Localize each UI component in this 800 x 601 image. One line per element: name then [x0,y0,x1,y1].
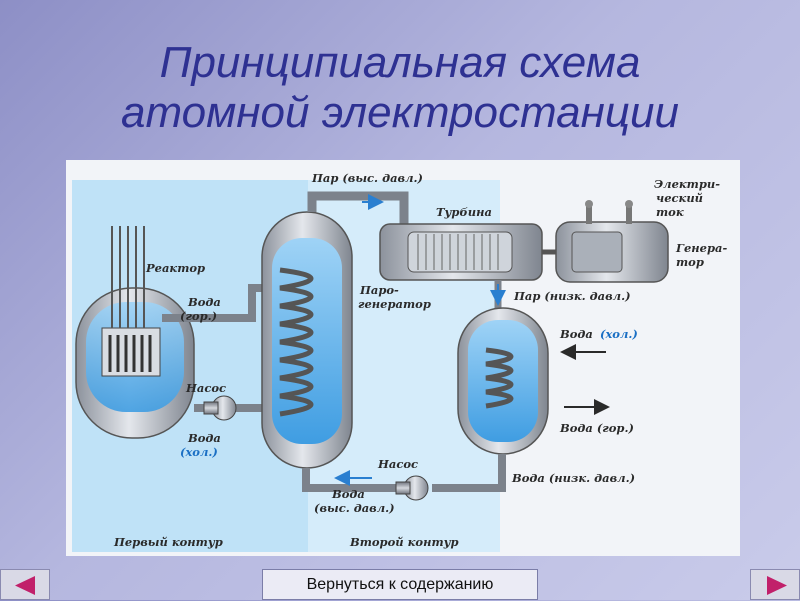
label-water-cold-2: (хол.) [180,445,218,459]
condenser-coil [485,347,514,409]
condenser [457,307,549,455]
prev-slide-button[interactable] [0,569,50,600]
label-water-hot-2: (гор.) [180,309,217,323]
label-steam-gen-2: генератор [358,297,431,311]
label-electric-2: ческий [656,191,703,205]
control-rods [111,226,145,328]
label-pump-1: Насос [185,381,226,395]
label-cond-water-cold-1: Вода [559,327,593,341]
right-arrow-icon [767,576,787,595]
label-cond-water-hot: Вода (гор.) [559,421,634,435]
label-water-lp: Вода (низк. давл.) [511,471,635,485]
label-steam-hp: Пар (выс. давл.) [311,171,423,185]
label-electric-1: Электри- [654,177,720,191]
label-water-hp-2: (выс. давл.) [314,501,395,515]
hot-water-pipe [162,284,262,322]
reactor-vessel [75,226,195,439]
npp-diagram: Реактор Вода (гор.) Насос Вода (хол.) Па… [66,160,740,556]
steam-generator-coil [279,267,314,417]
next-slide-button[interactable] [750,569,800,600]
label-steam-gen-1: Паро- [359,283,399,297]
npp-schematic-svg: Реактор Вода (гор.) Насос Вода (хол.) Па… [72,171,727,552]
label-pump-2: Насос [377,457,418,471]
label-first-circuit: Первый контур [113,535,223,549]
label-turbine: Турбина [436,205,492,219]
title-line-1: Принципиальная схема [159,38,641,87]
slide-title: Принципиальная схема атомной электростан… [0,38,800,138]
label-second-circuit: Второй контур [349,535,459,549]
label-water-hp-1: Вода [331,487,365,501]
label-generator-1: Генера- [675,241,727,255]
feedwater-pipe [302,454,506,492]
back-to-contents-button[interactable]: Вернуться к содержанию [262,569,538,600]
label-generator-2: тор [676,255,704,269]
left-arrow-icon [15,576,35,595]
steam-hp-pipe [307,191,409,226]
title-line-2: атомной электростанции [121,88,679,137]
label-reactor: Реактор [145,261,205,275]
label-electric-3: ток [656,205,684,219]
label-steam-lp: Пар (низк. давл.) [513,289,631,303]
turbine [379,223,558,281]
label-cond-water-cold-2: (хол.) [600,327,638,341]
label-water-hot-1: Вода [187,295,221,309]
generator [555,200,669,283]
pump-2 [395,475,429,501]
label-water-cold-1: Вода [187,431,221,445]
pump-1 [203,395,237,421]
steam-generator [261,211,353,469]
